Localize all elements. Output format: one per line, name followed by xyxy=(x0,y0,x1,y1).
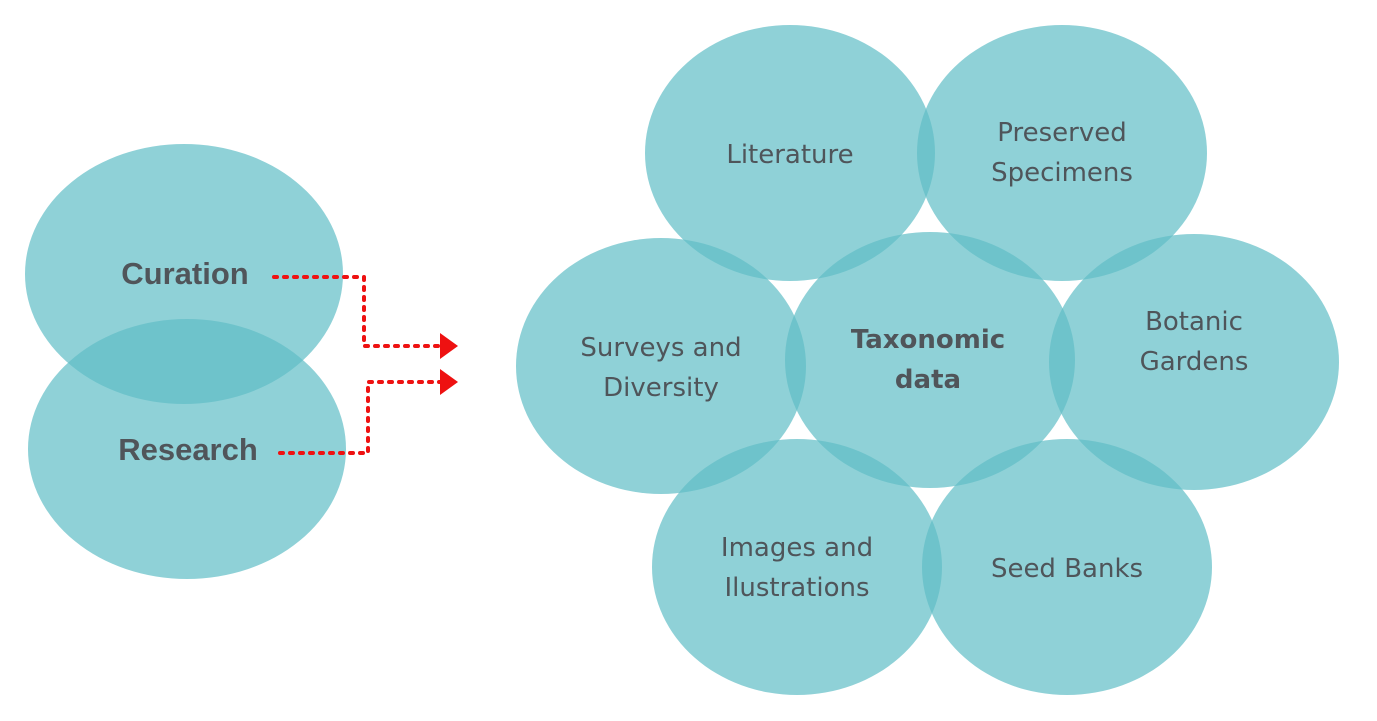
taxonomic-line-2: data xyxy=(894,365,962,395)
taxonomic-data-label: Taxonomic data xyxy=(851,320,1005,400)
surveys-diversity-label: Surveys and Diversity xyxy=(580,328,741,408)
taxonomic-line-1: Taxonomic xyxy=(850,325,1006,355)
curation-label: Curation xyxy=(121,256,249,291)
seed-banks-circle xyxy=(922,439,1212,695)
surveys-line-2: Diversity xyxy=(603,373,719,403)
seed-banks-label: Seed Banks xyxy=(990,554,1144,584)
preserved-specimens-circle xyxy=(917,25,1207,281)
arrows xyxy=(272,275,458,455)
research-label: Research xyxy=(118,432,258,467)
images-illustrations-label: Images and Ilustrations xyxy=(721,528,873,608)
preserved-line-2: Specimens xyxy=(991,158,1133,188)
right-circles xyxy=(516,25,1339,695)
research-arrow-line xyxy=(278,380,442,455)
literature-label: Literature xyxy=(726,140,854,170)
curation-arrow-line xyxy=(272,275,442,348)
surveys-line-1: Surveys and xyxy=(580,333,742,363)
curation-arrow-head xyxy=(440,333,458,359)
left-circles xyxy=(25,144,346,579)
research-arrow-head xyxy=(440,369,458,395)
images-line-2: Ilustrations xyxy=(724,573,870,603)
preserved-line-1: Preserved xyxy=(997,118,1127,148)
research-circle xyxy=(28,319,346,579)
literature-circle xyxy=(645,25,935,281)
botanic-line-2: Gardens xyxy=(1139,347,1249,377)
botanic-gardens-circle xyxy=(1049,234,1339,490)
botanic-gardens-label: Botanic Gardens xyxy=(1140,302,1249,382)
images-line-1: Images and xyxy=(720,533,874,563)
botanic-line-1: Botanic xyxy=(1145,307,1243,337)
images-illustrations-circle xyxy=(652,439,942,695)
taxonomic-data-circle xyxy=(785,232,1075,488)
preserved-specimens-label: Preserved Specimens xyxy=(991,113,1133,193)
surveys-diversity-circle xyxy=(516,238,806,494)
